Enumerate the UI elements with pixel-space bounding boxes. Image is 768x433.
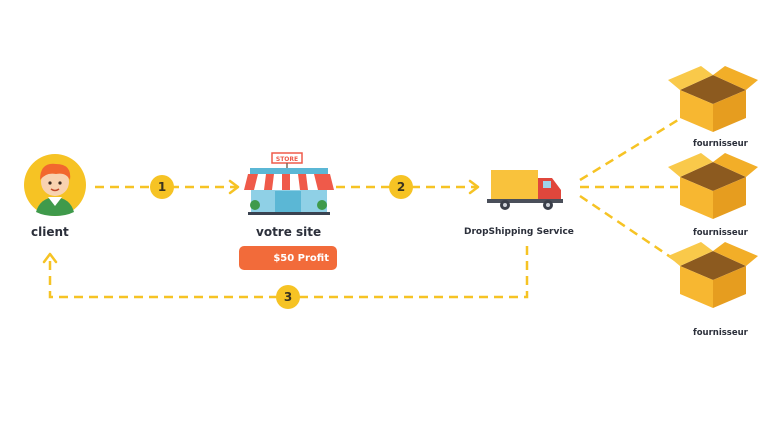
step-1-badge: 1 [150,175,174,199]
step-2-badge: 2 [389,175,413,199]
service-label: DropShipping Service [464,227,574,237]
arrowhead-site [228,179,240,195]
box-icon-3 [668,242,758,308]
supplier-label-3: fournisseur [693,328,748,338]
site-label: votre site [256,225,322,239]
store-sign-text: STORE [276,156,298,163]
arrowhead-client [42,252,58,264]
connectors [48,118,679,299]
arrowhead-service [468,179,480,195]
avatar-icon [24,154,86,216]
supplier-label-2: fournisseur [693,228,748,238]
line-service-supplier3 [579,194,679,264]
supplier-label-1: fournisseur [693,139,748,149]
line-service-supplier1 [579,118,679,182]
box-icon-2 [668,153,758,219]
box-icon-1 [668,66,758,132]
truck-icon [487,170,563,210]
step-3-badge: 3 [276,285,300,309]
store-icon [244,152,334,215]
client-label: client [31,225,69,239]
profit-badge: $50 Profit [239,246,337,270]
